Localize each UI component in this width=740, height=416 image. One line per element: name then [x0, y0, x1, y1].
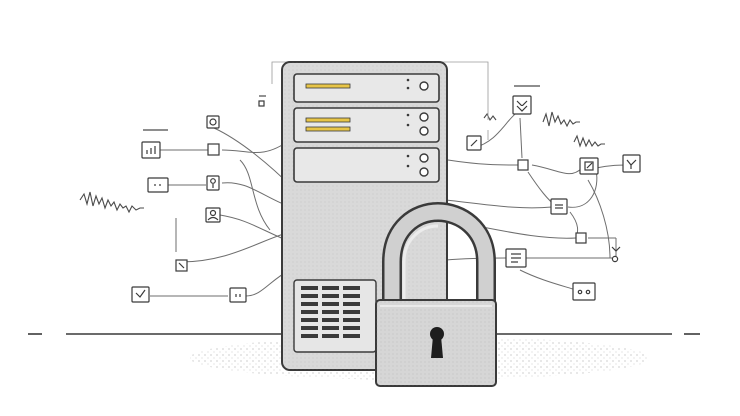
id-card-icon [147, 177, 169, 193]
left-network-lines [150, 127, 301, 297]
tiny-square [258, 100, 265, 107]
pencil-icon [466, 135, 482, 151]
node-square-small [175, 259, 188, 272]
document-icon-small [550, 198, 568, 215]
node-square-r1 [517, 159, 529, 171]
node-square [207, 143, 220, 156]
user-icon [205, 207, 221, 223]
compose-icon [579, 157, 599, 175]
gear-icon [206, 115, 220, 129]
node-square-r2 [575, 232, 587, 244]
document-icon [505, 248, 527, 268]
right-icons [466, 95, 641, 301]
drive-bay-1 [293, 73, 440, 103]
keyhole [430, 327, 444, 358]
squiggles [79, 111, 605, 214]
endpoint-dot [611, 255, 619, 263]
funnel-icon [512, 95, 532, 115]
arrow-down-icon [611, 246, 621, 252]
checkmark-icon [131, 286, 150, 303]
dots-icon [572, 282, 596, 301]
padlock-icon [375, 201, 497, 387]
vent-grille [293, 279, 377, 353]
left-icons [131, 100, 265, 303]
bar-chart-icon [141, 141, 161, 159]
code-icon [229, 287, 247, 303]
lightbulb-icon [206, 175, 220, 191]
decor-lines [143, 85, 540, 131]
drive-bay-2 [293, 107, 440, 143]
drive-bay-3 [293, 147, 440, 183]
link-icon [622, 154, 641, 173]
server-tower-icon [281, 61, 448, 371]
